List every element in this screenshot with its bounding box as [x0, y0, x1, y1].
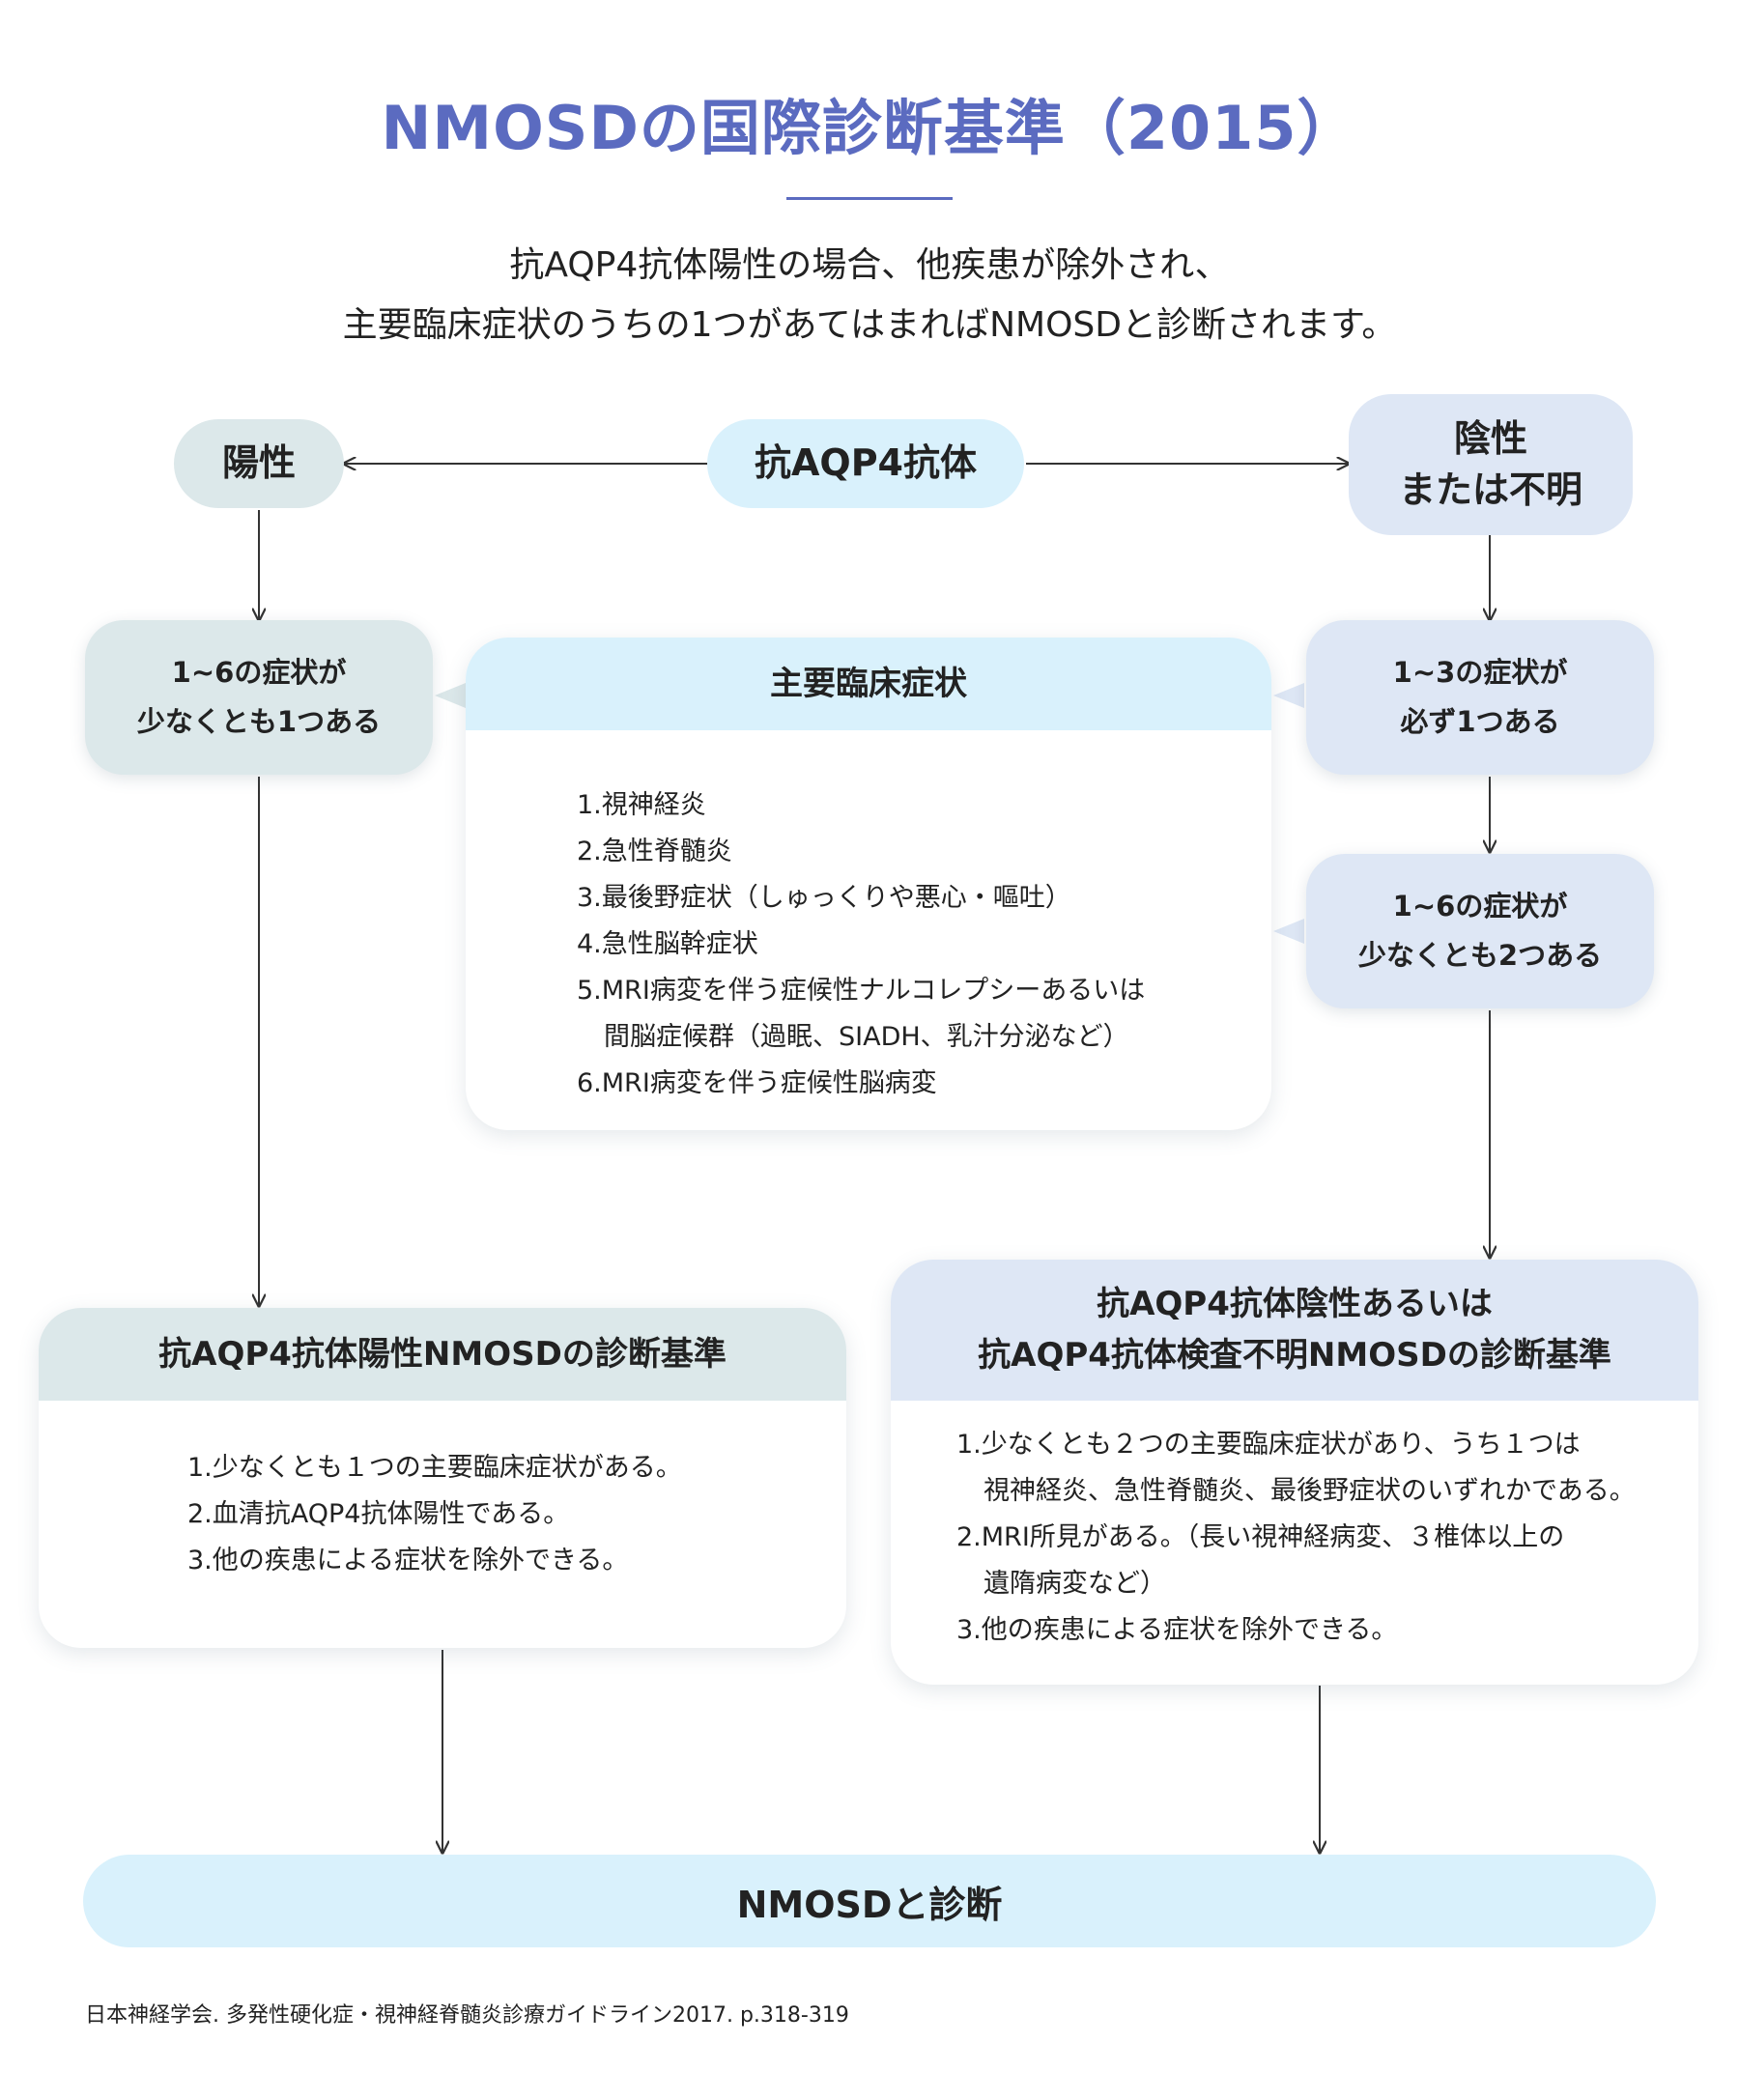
- pointer-right-condition: [1273, 683, 1304, 708]
- negative-criteria-header: 抗AQP4抗体陰性あるいは 抗AQP4抗体検査不明NMOSDの診断基準: [891, 1260, 1698, 1401]
- criteria-item: 3.他の疾患による症状を除外できる。: [956, 1615, 1398, 1645]
- negative-criteria-list: 1.少なくとも２つの主要臨床症状があり、うち１つは 視神経炎、急性脊髄炎、最後野…: [891, 1260, 1636, 1654]
- criteria-item: 1.少なくとも２つの主要臨床症状があり、うち１つは: [956, 1430, 1581, 1460]
- negative-label-2: または不明: [1398, 468, 1582, 511]
- symptoms-card: 主要臨床症状 1.視神経炎 2.急性脊髄炎 3.最後野症状（しゅっくりや悪心・嘔…: [466, 638, 1271, 1130]
- symptom-item: 5.MRI病変を伴う症候性ナルコレプシーあるいは: [577, 976, 1146, 1006]
- positive-label: 陽性: [221, 441, 296, 485]
- pointer-left-condition: [435, 683, 466, 708]
- title-divider: [786, 197, 953, 200]
- criteria-item: 1.少なくとも１つの主要臨床症状がある。: [187, 1453, 682, 1483]
- positive-node: 陽性: [174, 419, 344, 508]
- right-condition-1-line-2: 必ず1つある: [1400, 705, 1560, 738]
- negative-criteria-card: 抗AQP4抗体陰性あるいは 抗AQP4抗体検査不明NMOSDの診断基準 1.少な…: [891, 1260, 1698, 1685]
- symptoms-title: 主要臨床症状: [770, 664, 967, 703]
- criteria-item: 2.血清抗AQP4抗体陽性である。: [187, 1499, 570, 1529]
- negative-criteria-title-1: 抗AQP4抗体陰性あるいは: [1097, 1285, 1493, 1324]
- final-diagnosis-label: NMOSDと診断: [736, 1883, 1003, 1926]
- antibody-label: 抗AQP4抗体: [754, 441, 977, 485]
- right-condition-box-1: 1~3の症状が 必ず1つある: [1306, 620, 1654, 775]
- intro-line-2: 主要臨床症状のうちの1つがあてはまればNMOSDと診断されます。: [342, 305, 1397, 345]
- left-condition-line-2: 少なくとも1つある: [136, 705, 382, 738]
- right-condition-1-line-1: 1~3の症状が: [1392, 656, 1568, 690]
- right-condition-2-line-2: 少なくとも2つある: [1357, 939, 1603, 972]
- pointer-right-condition2: [1273, 919, 1304, 944]
- negative-node: 陰性 または不明: [1349, 394, 1633, 535]
- criteria-item: 3.他の疾患による症状を除外できる。: [187, 1546, 629, 1575]
- symptom-item: 6.MRI病変を伴う症候性脳病変: [577, 1068, 937, 1098]
- symptoms-list: 1.視神経炎 2.急性脊髄炎 3.最後野症状（しゅっくりや悪心・嘔吐） 4.急性…: [466, 638, 1145, 1107]
- criteria-item-continued: 視神経炎、急性脊髄炎、最後野症状のいずれかである。: [984, 1476, 1636, 1506]
- symptoms-card-header: 主要臨床症状: [466, 638, 1271, 730]
- left-condition-box: 1~6の症状が 少なくとも1つある: [85, 620, 433, 775]
- symptom-item: 2.急性脊髄炎: [577, 837, 732, 866]
- right-condition-2-line-1: 1~6の症状が: [1392, 890, 1568, 923]
- left-condition-line-1: 1~6の症状が: [171, 656, 347, 690]
- positive-criteria-card: 抗AQP4抗体陽性NMOSDの診断基準 1.少なくとも１つの主要臨床症状がある。…: [39, 1308, 846, 1648]
- symptom-item: 3.最後野症状（しゅっくりや悪心・嘔吐）: [577, 883, 1071, 913]
- negative-label-1: 陰性: [1453, 416, 1527, 460]
- negative-criteria-title-2: 抗AQP4抗体検査不明NMOSDの診断基準: [978, 1336, 1611, 1375]
- positive-criteria-title: 抗AQP4抗体陽性NMOSDの診断基準: [158, 1334, 727, 1374]
- symptom-item: 1.視神経炎: [577, 790, 706, 820]
- intro-line-1: 抗AQP4抗体陽性の場合、他疾患が除外され、: [509, 245, 1230, 285]
- criteria-item-continued: 遺隋病変など）: [984, 1569, 1166, 1599]
- antibody-node: 抗AQP4抗体: [707, 419, 1024, 508]
- right-condition-box-2: 1~6の症状が 少なくとも2つある: [1306, 854, 1654, 1008]
- positive-criteria-list: 1.少なくとも１つの主要臨床症状がある。 2.血清抗AQP4抗体陽性である。 3…: [39, 1308, 682, 1584]
- page-title: NMOSDの国際診断基準（2015）: [381, 93, 1358, 163]
- source-citation: 日本神経学会. 多発性硬化症・視神経脊髄炎診療ガイドライン2017. p.318…: [85, 2003, 849, 2028]
- positive-criteria-header: 抗AQP4抗体陽性NMOSDの診断基準: [39, 1308, 846, 1401]
- final-diagnosis-node: NMOSDと診断: [83, 1855, 1656, 1947]
- symptom-item: 4.急性脳幹症状: [577, 929, 758, 959]
- symptom-item-continued: 間脳症候群（過眠、SIADH、乳汁分泌など）: [604, 1022, 1129, 1052]
- criteria-item: 2.MRI所見がある。（長い視神経病変、３椎体以上の: [956, 1522, 1565, 1552]
